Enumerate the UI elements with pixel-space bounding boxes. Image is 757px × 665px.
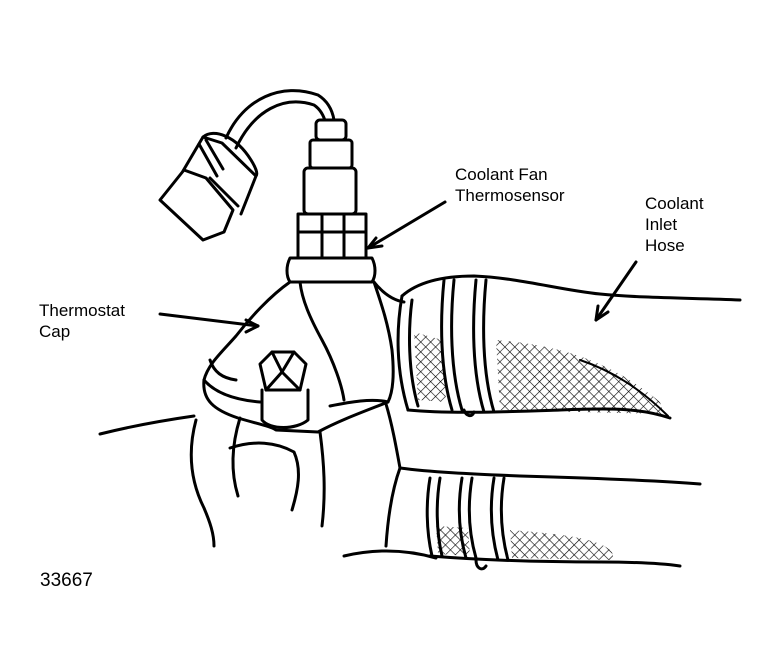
- engine-casting: [98, 402, 438, 560]
- lower-coolant-hose: [398, 466, 702, 571]
- housing-bolt: [258, 350, 310, 429]
- sensor-wire: [224, 89, 336, 140]
- leader-arrows: [158, 200, 638, 334]
- figure-number: 33667: [40, 570, 93, 591]
- label-coolant-inlet-hose: Coolant Inlet Hose: [645, 193, 704, 256]
- label-line: Inlet: [645, 215, 678, 234]
- label-coolant-fan-thermosensor: Coolant Fan Thermosensor: [455, 164, 565, 206]
- label-line: Coolant Fan: [455, 165, 548, 184]
- label-line: Coolant: [645, 194, 704, 213]
- coolant-fan-thermosensor: [285, 118, 377, 284]
- label-line: Thermostat: [39, 301, 125, 320]
- arrow-thermostat-cap: [158, 312, 260, 328]
- label-line: Cap: [39, 322, 71, 341]
- sensor-connector: [158, 132, 259, 242]
- coolant-inlet-hose: [396, 274, 742, 420]
- arrow-fan-thermosensor: [366, 200, 447, 250]
- label-line: Hose: [645, 236, 685, 255]
- arrow-inlet-hose: [594, 260, 638, 322]
- label-line: Thermosensor: [455, 186, 565, 205]
- label-thermostat-cap: Thermostat Cap: [39, 300, 125, 342]
- thermostat-cap: [202, 280, 406, 434]
